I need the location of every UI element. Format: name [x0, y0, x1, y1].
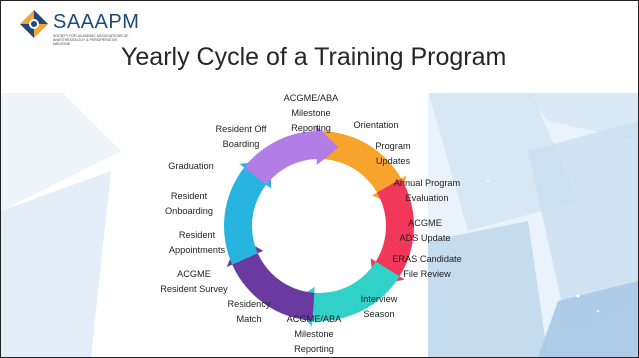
society-logo: SAAAPM SOCIETY FOR ACADEMIC ASSOCIATIONS…	[19, 9, 139, 51]
label-residency-match: Residency Match	[227, 299, 271, 324]
label-resident-survey: ACGME Resident Survey	[160, 269, 228, 294]
logo-subtitle: SOCIETY FOR ACADEMIC ASSOCIATIONS OF ANE…	[53, 34, 129, 46]
label-eras-candidate-review: ERAS Candidate File Review	[392, 254, 462, 279]
arc-orange	[315, 131, 407, 207]
label-milestone-reporting-bottom: ACGME/ABA Milestone Reporting	[286, 314, 342, 354]
label-resident-appointments: Resident Appointments	[168, 230, 226, 255]
logo-name: SAAAPM	[53, 11, 140, 33]
logo-diamond-icon	[20, 10, 48, 38]
arc-lavender	[244, 125, 339, 185]
label-annual-program-evaluation: Annual Program Evaluation	[393, 178, 461, 203]
label-resident-off-boarding: Resident Off Boarding	[215, 124, 267, 149]
label-ads-update: ACGME ADS Update	[399, 218, 451, 243]
arc-purple	[226, 237, 315, 321]
arc-red	[370, 178, 414, 287]
slide-title: Yearly Cycle of a Training Program	[121, 43, 507, 71]
label-milestone-reporting-top: ACGME/ABA Milestone Reporting	[283, 93, 339, 133]
label-interview-season: Interview Season	[360, 294, 398, 319]
label-program-updates: Program Updates	[375, 141, 411, 166]
label-resident-onboarding: Resident Onboarding	[164, 191, 213, 216]
background-pattern-left	[1, 91, 121, 357]
label-graduation: Graduation	[168, 161, 214, 171]
arc-cyan	[224, 160, 272, 265]
arc-teal	[291, 261, 400, 327]
title-band	[1, 1, 638, 93]
label-orientation: Orientation	[353, 120, 399, 130]
